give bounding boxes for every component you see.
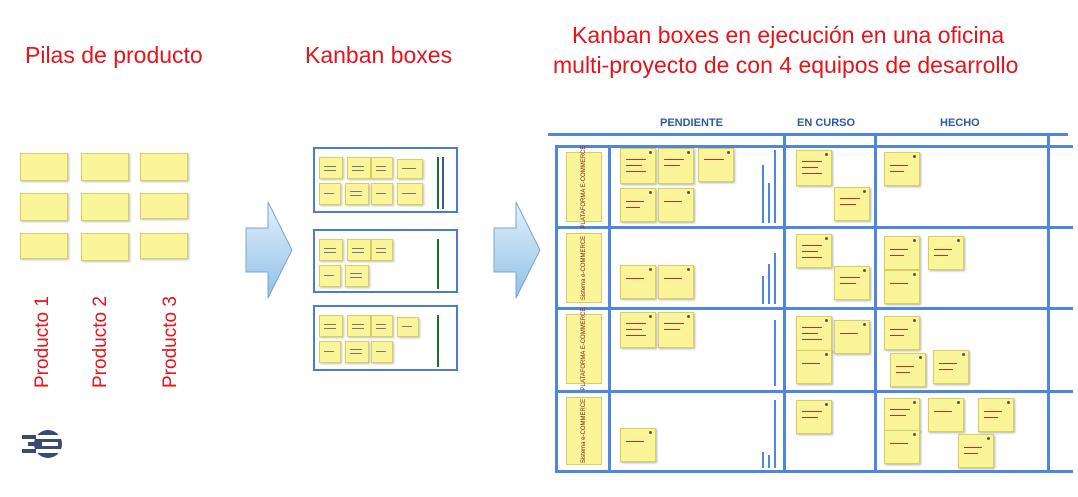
product-3-label: Producto 3 — [160, 296, 181, 388]
kanban-boxes-title: Kanban boxes — [305, 42, 453, 68]
column-header-en-curso: EN CURSO — [797, 117, 856, 129]
backlog-note — [20, 233, 68, 259]
backlog-note — [81, 153, 129, 181]
company-logo — [18, 430, 66, 458]
product-backlogs-title: Pilas de producto — [25, 42, 203, 68]
backlog-note — [140, 193, 188, 219]
kanban-box — [313, 229, 458, 293]
kanban-box — [313, 147, 458, 213]
kanban-box — [313, 305, 458, 371]
running-kanban-title-line1: Kanban boxes en ejecución en una oficina — [572, 22, 1005, 48]
arrow-right-icon — [245, 201, 293, 299]
arrow-right-icon — [493, 201, 541, 299]
backlog-note — [140, 233, 188, 259]
running-kanban-title-line2: multi-proyecto de con 4 equipos de desar… — [553, 52, 1019, 78]
backlog-note — [20, 193, 68, 221]
backlog-note — [81, 193, 129, 221]
backlog-note — [20, 153, 68, 181]
backlog-note — [81, 233, 129, 261]
column-header-hecho: HECHO — [940, 117, 980, 129]
column-header-pendiente: PENDIENTE — [660, 117, 723, 129]
product-1-label: Producto 1 — [32, 296, 53, 388]
backlog-note — [140, 153, 188, 181]
product-2-label: Producto 2 — [90, 296, 111, 388]
